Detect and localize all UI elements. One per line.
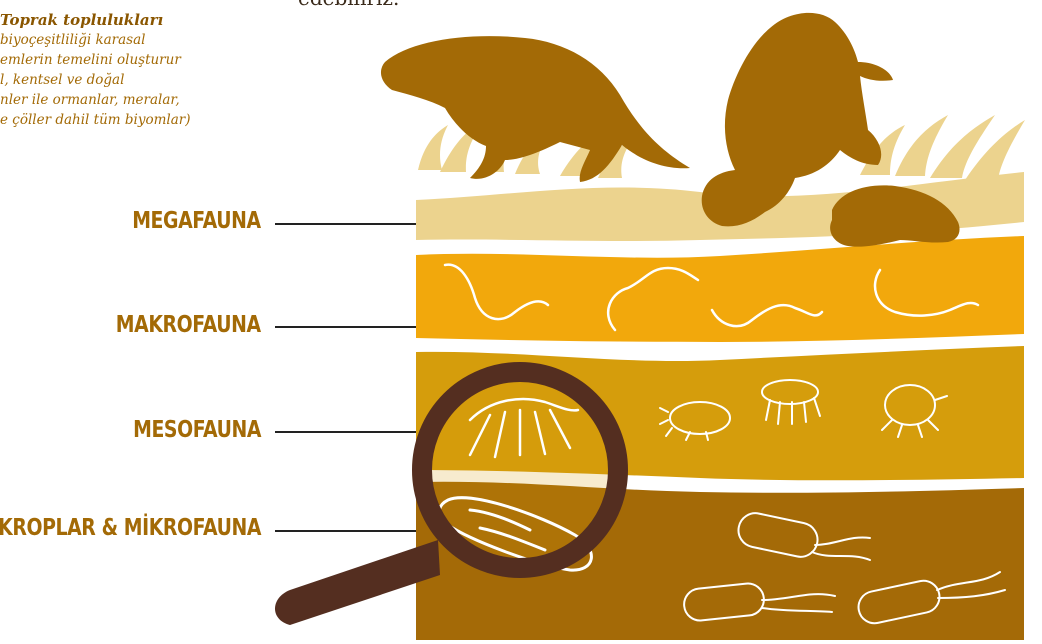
megafauna-label: MEGAFAUNA (133, 208, 261, 234)
makrofauna-band (416, 236, 1024, 342)
mesofauna-leader-line (275, 431, 416, 433)
makrofauna-label: MAKROFAUNA (116, 312, 261, 338)
mesofauna-label: MESOFAUNA (133, 417, 261, 443)
makrofauna-leader-line (275, 326, 416, 328)
megafauna-leader-line (275, 223, 416, 225)
microbes-leader-line (275, 530, 416, 532)
microbes-label: MİKROPLAR & MİKROFAUNA (0, 515, 261, 541)
